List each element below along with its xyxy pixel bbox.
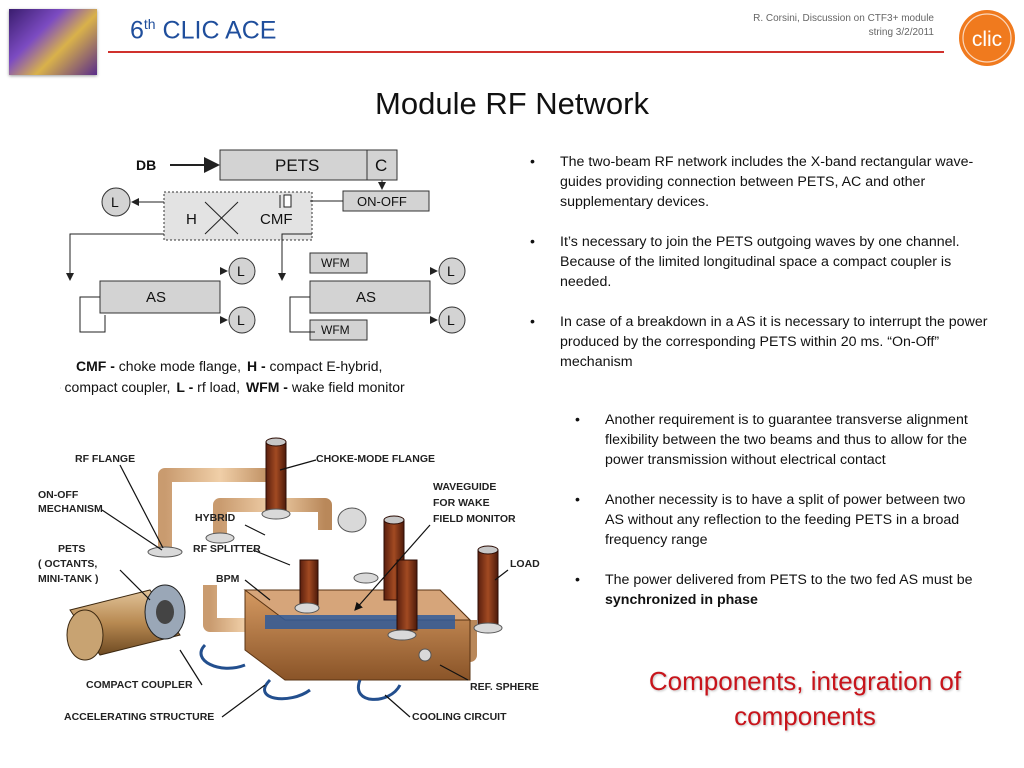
label-pets-3: MINI-TANK ) xyxy=(38,573,98,585)
schematic-legend-line1: CMF - choke mode flange,H - compact E-hy… xyxy=(76,358,382,374)
slide-title: Module RF Network xyxy=(375,86,649,121)
label-rf-flange: RF FLANGE xyxy=(75,453,135,465)
label-rf-splitter: RF SPLITTER xyxy=(193,543,261,555)
load-label: L xyxy=(111,194,119,210)
label-load: LOAD xyxy=(510,558,540,570)
load-label: L xyxy=(447,312,455,328)
label-onoff-2: MECHANISM xyxy=(38,503,103,515)
label-bpm: BPM xyxy=(216,573,240,585)
label-waveguide-3: FIELD MONITOR xyxy=(433,513,516,525)
c-label: C xyxy=(375,156,387,175)
bullet-item: •Another necessity is to have a split of… xyxy=(575,492,966,548)
bullet-item: •The power delivered from PETS to the tw… xyxy=(575,572,973,608)
label-compact-coupler: COMPACT COUPLER xyxy=(86,679,193,691)
load-label: L xyxy=(237,263,245,279)
conference-logo xyxy=(9,9,97,75)
clic-logo: clic xyxy=(959,10,1015,66)
label-pets-2: ( OCTANTS, xyxy=(38,558,97,570)
as-right-label: AS xyxy=(356,289,376,306)
label-waveguide-1: WAVEGUIDE xyxy=(433,481,496,493)
label-ref-sphere: REF. SPHERE xyxy=(470,681,539,693)
bullet-item: •The two-beam RF network includes the X-… xyxy=(530,154,974,210)
db-label: DB xyxy=(136,157,156,173)
label-cooling-circuit: COOLING CIRCUIT xyxy=(412,711,507,723)
header-info: R. Corsini, Discussion on CTF3+ module s… xyxy=(753,13,934,38)
label-waveguide-2: FOR WAKE xyxy=(433,497,490,509)
bullet-list-primary: •The two-beam RF network includes the X-… xyxy=(530,152,1000,392)
bullet-item: •Another requirement is to guarantee tra… xyxy=(575,412,968,468)
label-pets-1: PETS xyxy=(58,543,85,555)
label-hybrid: HYBRID xyxy=(195,512,236,524)
slide-caption: Components, integration of components xyxy=(648,666,962,731)
label-onoff-1: ON-OFF xyxy=(38,489,79,501)
pets-label: PETS xyxy=(275,156,319,175)
wfm-label: WFM xyxy=(321,323,350,337)
svg-text:clic: clic xyxy=(972,28,1002,51)
module-3d-render: RF FLANGE CHOKE-MODE FLANGE ON-OFF MECHA… xyxy=(38,437,540,723)
cmf-label: CMF xyxy=(260,211,293,228)
schematic-legend-line2: C - compact coupler,L - rf load,WFM - wa… xyxy=(60,379,405,395)
label-accelerating-structure: ACCELERATING STRUCTURE xyxy=(64,711,214,723)
load-label: L xyxy=(237,312,245,328)
rf-network-schematic: DB PETS C ON-OFF H CMF AS AS L L L L L W… xyxy=(60,149,466,395)
bullet-item: •It’s necessary to join the PETS outgoin… xyxy=(530,234,960,290)
header-divider xyxy=(108,51,944,53)
h-label: H xyxy=(186,211,197,228)
as-left-label: AS xyxy=(146,289,166,306)
wfm-label: WFM xyxy=(321,256,350,270)
conference-title: 6th CLIC ACE xyxy=(130,16,277,45)
load-label: L xyxy=(447,263,455,279)
bullet-item: •In case of a breakdown in a AS it is ne… xyxy=(530,314,988,370)
pets-tank xyxy=(66,584,186,661)
bullet-list-secondary: •Another requirement is to guarantee tra… xyxy=(575,410,985,630)
label-choke-mode-flange: CHOKE-MODE FLANGE xyxy=(316,453,435,465)
onoff-label: ON-OFF xyxy=(357,194,407,209)
